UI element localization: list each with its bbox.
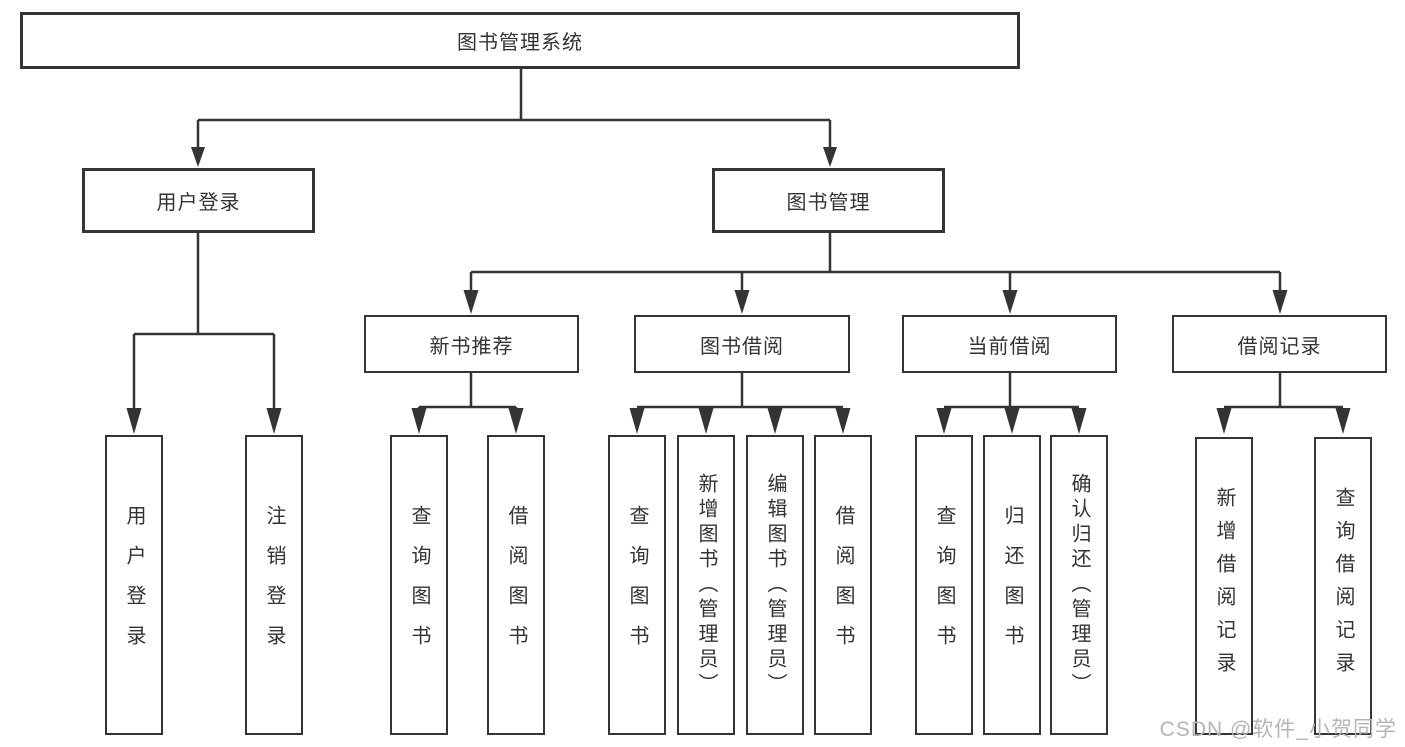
leaf-user-login: 用户登录 bbox=[105, 435, 163, 735]
leaf-borrow-books-borrow: 借阅图书 bbox=[814, 435, 872, 735]
node-user-login-label: 用户登录 bbox=[156, 192, 241, 214]
connector-user-login-to-leaves bbox=[126, 233, 282, 434]
leaf-query-books-current-label: 查询图书 bbox=[933, 505, 955, 665]
node-book-management-label: 图书管理 bbox=[786, 192, 871, 214]
leaf-edit-book-admin-label: 编辑图书（管理员） bbox=[764, 472, 786, 698]
node-book-management: 图书管理 bbox=[712, 168, 945, 233]
leaf-query-books-recommend: 查询图书 bbox=[390, 435, 448, 735]
leaf-logout-label: 注销登录 bbox=[263, 505, 285, 665]
node-new-book-recommend: 新书推荐 bbox=[364, 315, 579, 373]
node-current-borrow: 当前借阅 bbox=[902, 315, 1117, 373]
node-book-borrow-label: 图书借阅 bbox=[700, 335, 784, 358]
leaf-add-borrow-record: 新增借阅记录 bbox=[1195, 437, 1253, 735]
connector-root-to-level2 bbox=[191, 69, 837, 167]
node-borrow-records: 借阅记录 bbox=[1172, 315, 1387, 373]
node-root: 图书管理系统 bbox=[20, 12, 1020, 69]
leaf-add-borrow-record-label: 新增借阅记录 bbox=[1213, 487, 1235, 685]
leaf-query-borrow-record: 查询借阅记录 bbox=[1314, 437, 1372, 735]
leaf-query-books-current: 查询图书 bbox=[915, 435, 973, 735]
node-current-borrow-label: 当前借阅 bbox=[967, 335, 1052, 358]
node-borrow-records-label: 借阅记录 bbox=[1237, 335, 1322, 358]
leaf-borrow-books-recommend-label: 借阅图书 bbox=[505, 505, 527, 665]
leaf-edit-book-admin: 编辑图书（管理员） bbox=[746, 435, 804, 735]
leaf-borrow-books-borrow-label: 借阅图书 bbox=[832, 505, 854, 665]
connector-current-borrow-to-leaves bbox=[936, 373, 1087, 434]
node-book-borrow: 图书借阅 bbox=[634, 315, 850, 373]
connector-book-borrow-to-leaves bbox=[629, 373, 851, 434]
leaf-logout: 注销登录 bbox=[245, 435, 303, 735]
leaf-query-books-recommend-label: 查询图书 bbox=[408, 505, 430, 665]
connector-borrow-records-to-leaves bbox=[1216, 373, 1351, 434]
leaf-query-borrow-record-label: 查询借阅记录 bbox=[1332, 487, 1354, 685]
leaf-add-book-admin: 新增图书（管理员） bbox=[677, 435, 735, 735]
leaf-borrow-books-recommend: 借阅图书 bbox=[487, 435, 545, 735]
node-new-book-recommend-label: 新书推荐 bbox=[429, 335, 514, 358]
node-root-label: 图书管理系统 bbox=[457, 32, 583, 54]
leaf-return-books-label: 归还图书 bbox=[1001, 505, 1023, 665]
watermark-text: CSDN @软件_小贺同学 bbox=[1159, 718, 1397, 741]
leaf-user-login-label: 用户登录 bbox=[123, 505, 145, 665]
connector-new-book-to-leaves bbox=[411, 373, 524, 434]
leaf-add-book-admin-label: 新增图书（管理员） bbox=[695, 472, 717, 698]
leaf-query-books-borrow-label: 查询图书 bbox=[626, 505, 648, 665]
node-user-login: 用户登录 bbox=[82, 168, 315, 233]
leaf-confirm-return-admin: 确认归还（管理员） bbox=[1050, 435, 1108, 735]
leaf-confirm-return-admin-label: 确认归还（管理员） bbox=[1068, 472, 1090, 698]
leaf-query-books-borrow: 查询图书 bbox=[608, 435, 666, 735]
connector-book-management-to-level3 bbox=[463, 233, 1288, 314]
leaf-return-books: 归还图书 bbox=[983, 435, 1041, 735]
